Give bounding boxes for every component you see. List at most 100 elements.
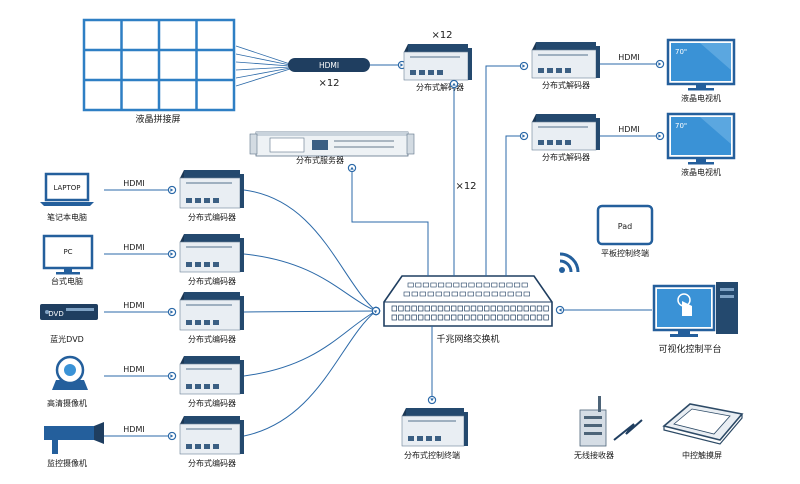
encoder-device [179, 234, 244, 273]
switch-port [431, 305, 437, 312]
wireless-receiver-device [579, 396, 607, 447]
pad-device [596, 204, 654, 246]
switch-port [435, 291, 442, 297]
switch-port [477, 314, 483, 321]
encoder-device [179, 356, 244, 395]
switch-port [453, 282, 460, 288]
switch-port [407, 282, 414, 288]
switch-port [497, 314, 503, 321]
hand-pointer-icon [677, 293, 692, 316]
device-top [184, 356, 240, 364]
server-label: 分布式服务器 [296, 155, 344, 165]
ptz-camera-icon [52, 355, 88, 390]
switch-port [437, 305, 444, 312]
hdmi-bundle-count: ×12 [318, 78, 339, 89]
device-port [204, 198, 210, 203]
hdmi-bundle-label: HDMI [319, 61, 339, 70]
device-port [195, 198, 201, 203]
switch-links [243, 61, 652, 437]
switch-label: 千兆网络交换机 [436, 333, 499, 345]
pad-label: 平板控制终端 [601, 248, 649, 258]
switch-port [503, 314, 510, 321]
device-port [195, 384, 201, 389]
device-port [195, 444, 201, 449]
encoder-device [179, 416, 244, 455]
switch-port [497, 305, 503, 312]
encoder-label: 分布式编码器 [188, 398, 236, 408]
switch-port [536, 305, 543, 312]
device-port [213, 198, 219, 203]
switch-port [490, 305, 496, 312]
switch-port [398, 305, 404, 312]
source-label: 高清摄像机 [47, 398, 87, 408]
switch-port [438, 282, 445, 288]
device-port [186, 198, 192, 203]
switch-port [422, 282, 429, 288]
switch-port [470, 305, 477, 312]
encoder-device [179, 292, 244, 331]
tv-2-label: 液晶电视机 [681, 167, 721, 177]
source-row: 监控摄像机 HDMI 分布式编码器 [44, 416, 244, 468]
cctv-camera-icon [44, 422, 104, 454]
tv-2 [666, 112, 736, 165]
dvd-player-icon [40, 304, 98, 320]
device-port [556, 140, 562, 145]
device-port [213, 262, 219, 267]
switch-port [431, 314, 437, 321]
switch-port [536, 314, 543, 321]
switch-port [506, 282, 513, 288]
device-top [406, 408, 464, 416]
switch-port [464, 305, 470, 312]
device-top [536, 42, 596, 50]
source-label: 监控摄像机 [47, 458, 87, 468]
laptop-icon [40, 172, 94, 206]
source-hdmi-label: HDMI [123, 425, 144, 434]
switch-port [517, 314, 523, 321]
device-port [408, 436, 414, 441]
visual-platform-label: 可视化控制平台 [658, 343, 721, 355]
switch-port [444, 305, 450, 312]
device-port [565, 68, 571, 73]
tv-1 [666, 38, 736, 91]
uplink-count: ×12 [455, 181, 476, 192]
decoder-right-1 [531, 42, 600, 79]
switch-port [484, 305, 490, 312]
switch-port [523, 291, 530, 297]
switch-port [484, 314, 490, 321]
switch-port [424, 305, 430, 312]
device-port [547, 68, 553, 73]
source-hdmi-label: HDMI [123, 243, 144, 252]
switch-port [543, 314, 549, 321]
switch-port [427, 291, 434, 297]
switch-port [491, 282, 498, 288]
source-screen-text: PC [63, 248, 72, 256]
switch-port [457, 305, 463, 312]
switch-port [418, 314, 424, 321]
device-port [186, 384, 192, 389]
switch-port [437, 314, 444, 321]
wireless-signal-icon [613, 419, 643, 441]
decoder-right-1-label: 分布式解码器 [542, 80, 590, 90]
device-top [184, 170, 240, 178]
switch-port [403, 291, 410, 297]
top-decoder-count: ×12 [431, 30, 452, 41]
encoder-label: 分布式编码器 [188, 458, 236, 468]
source-label: 台式电脑 [51, 276, 83, 286]
switch-port [391, 305, 397, 312]
device-port [186, 320, 192, 325]
device-port [419, 70, 425, 75]
switch-port [543, 305, 549, 312]
device-port [426, 436, 432, 441]
switch-port [430, 282, 437, 288]
switch-port [483, 291, 490, 297]
source-hdmi-label: HDMI [123, 179, 144, 188]
source-hdmi-label: HDMI [123, 365, 144, 374]
device-top [184, 234, 240, 242]
wall-cable-fan [235, 45, 291, 87]
switch-port [444, 314, 450, 321]
device-port [547, 140, 553, 145]
device-port [204, 444, 210, 449]
visual-platform-computer [652, 282, 738, 337]
